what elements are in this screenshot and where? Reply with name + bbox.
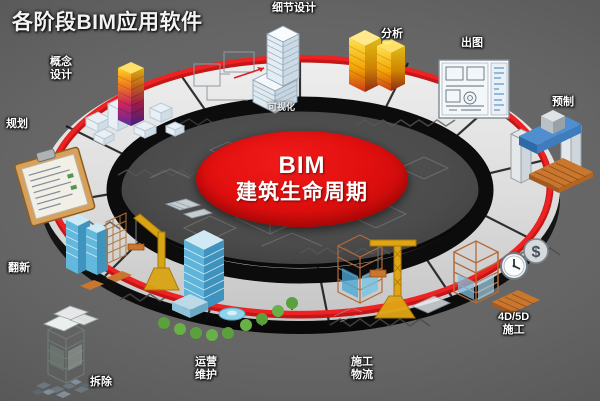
stage-label-analysis: 分析 xyxy=(381,28,403,40)
demolition-rubble-icon xyxy=(26,300,122,398)
analysis-connector-lines xyxy=(190,48,270,110)
stage-label-drawing: 出图 xyxy=(461,37,483,49)
stage-label-logistics: 施工 物流 xyxy=(351,356,373,381)
blue-office-tower-icon xyxy=(158,226,308,348)
blueprint-sheet-icon xyxy=(437,58,511,124)
stage-label-operation: 运营 维护 xyxy=(195,356,217,381)
page-title: 各阶段BIM应用软件 xyxy=(12,11,203,34)
clipboard-icon xyxy=(14,146,100,227)
center-badge-chinese: 建筑生命周期 xyxy=(236,181,368,204)
clock-dollar-icon: $ xyxy=(444,218,554,318)
scaffold-tower-icon xyxy=(62,198,214,306)
center-badge-english: BIM xyxy=(278,152,326,179)
stage-label-prefab: 预制 xyxy=(552,96,574,108)
white-layered-tower-icon xyxy=(243,22,325,118)
stage-label-concept: 概念 设计 xyxy=(50,56,72,81)
stage-label-renovation: 翻新 xyxy=(8,262,30,274)
prefab-machine-icon xyxy=(505,104,597,196)
stage-label-planning: 规划 xyxy=(6,118,28,130)
stage-label-visualization: 可视化 xyxy=(268,102,296,112)
svg-text:$: $ xyxy=(532,244,541,261)
stage-label-detail: 细节设计 xyxy=(272,2,316,14)
center-badge: BIM 建筑生命周期 xyxy=(196,131,408,227)
thermal-analysis-tower-icon xyxy=(343,22,413,106)
stage-label-demolition: 拆除 xyxy=(90,376,112,388)
gradient-tower-icon xyxy=(78,56,188,148)
crane-site-icon xyxy=(330,220,454,340)
stage-label-4d5d: 4D/5D 施工 xyxy=(498,311,530,336)
